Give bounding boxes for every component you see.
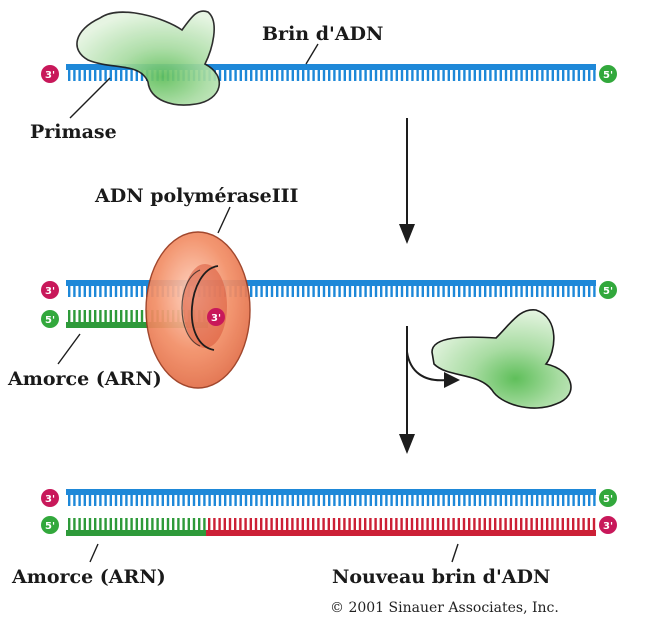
polymerase-label: ADN polyméraseIII: [94, 185, 298, 207]
three-prime-end-badge: [207, 308, 225, 326]
copyright-notice: © 2001 Sinauer Associates, Inc.: [330, 600, 559, 616]
rna-primer-strand: [66, 518, 206, 536]
release-arrow: [406, 351, 460, 388]
stage-2: 3' ADN polyméraseIII 3' 5' 5' Amorce (AR…: [7, 185, 617, 390]
primer-label: Amorce (ARN): [7, 368, 162, 390]
five-prime-end-label: 5': [45, 315, 55, 326]
five-prime-end-badge: [599, 65, 617, 83]
primer-pointer: [89, 543, 99, 563]
three-prime-end-badge: [41, 281, 59, 299]
polymerase-pointer: [217, 206, 231, 234]
dna-template-strand: [66, 280, 596, 297]
new-strand-pointer: [451, 543, 459, 563]
dna-template-strand: [66, 64, 596, 81]
stage-1: Brin d'ADN Primase 3' 5': [30, 10, 617, 143]
three-prime-end-label: 3': [603, 521, 613, 532]
five-prime-end-badge: [41, 310, 59, 328]
primer-label: Amorce (ARN): [11, 566, 166, 588]
three-prime-end-badge: [599, 516, 617, 534]
three-prime-end-badge: [41, 489, 59, 507]
primase-pointer: [69, 77, 111, 119]
new-dna-strand: [206, 518, 596, 536]
new-strand-label: Nouveau brin d'ADN: [332, 566, 550, 588]
stage-3: 3' 5' 5' 3' Amorce (ARN) Nouveau brin d'…: [11, 489, 617, 588]
dna-template-strand: [66, 489, 596, 506]
dna-polymerase-iii-enzyme: [145, 231, 251, 389]
down-arrow: [399, 326, 415, 454]
five-prime-end-label: 5': [603, 286, 613, 297]
three-prime-end-badge: [41, 65, 59, 83]
five-prime-end-label: 5': [45, 521, 55, 532]
down-arrow: [399, 118, 415, 244]
five-prime-end-label: 5': [603, 70, 613, 81]
dna-strand-label: Brin d'ADN: [262, 23, 383, 45]
primer-pointer: [57, 333, 81, 365]
primase-label: Primase: [30, 121, 117, 143]
three-prime-end-label: 3': [45, 494, 55, 505]
three-prime-end-label: 3': [211, 313, 221, 324]
five-prime-end-label: 5': [603, 494, 613, 505]
five-prime-end-badge: [599, 489, 617, 507]
five-prime-end-badge: [599, 281, 617, 299]
five-prime-end-badge: [41, 516, 59, 534]
primase-enzyme: [76, 10, 221, 106]
three-prime-end-label: 3': [45, 286, 55, 297]
three-prime-end-label: 3': [45, 70, 55, 81]
dna-strand-pointer: [305, 43, 319, 65]
released-primase-enzyme: [431, 309, 572, 409]
